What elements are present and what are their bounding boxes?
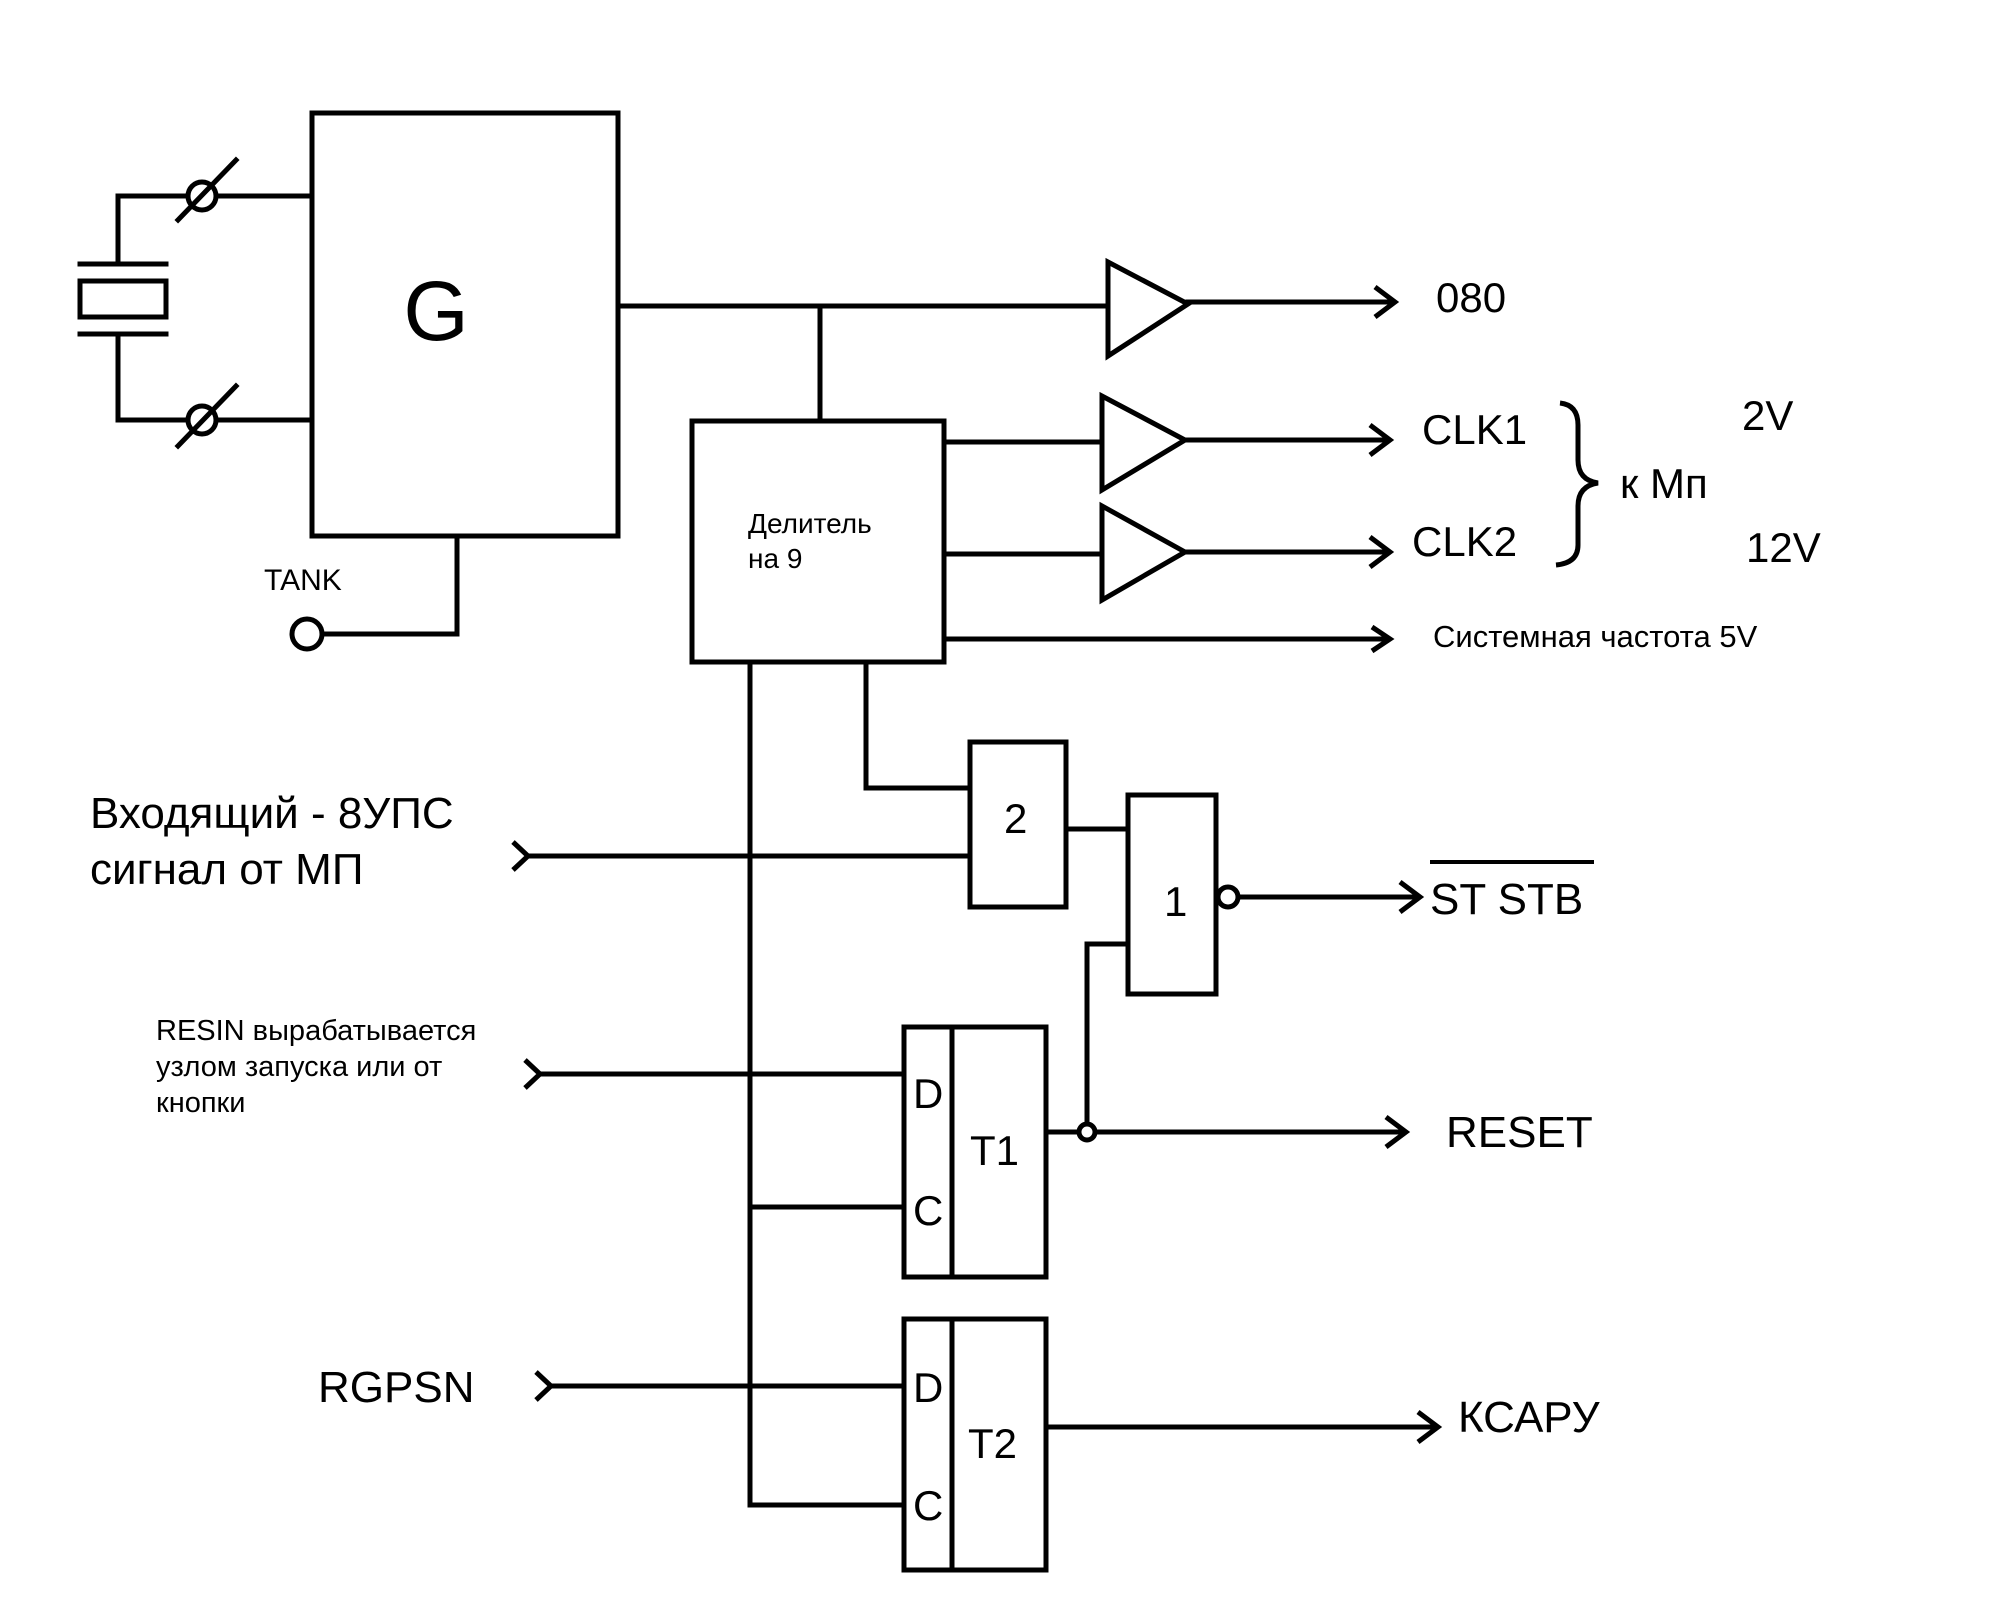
gate-1-label: 1 bbox=[1164, 878, 1187, 925]
reset-label: RESET bbox=[1446, 1108, 1593, 1157]
crystal-resonator bbox=[77, 193, 313, 423]
t1-d-label: D bbox=[913, 1070, 943, 1117]
incoming-label-line1: Входящий - 8УПС bbox=[90, 789, 454, 838]
clk2-label: CLK2 bbox=[1412, 518, 1517, 565]
flipflop-t1 bbox=[901, 1024, 1049, 1280]
divider-block bbox=[689, 418, 947, 665]
t2-d-label: D bbox=[913, 1364, 943, 1411]
arrow-clk1 bbox=[1368, 423, 1395, 457]
t1-name-label: T1 bbox=[970, 1127, 1019, 1174]
buffer-080 bbox=[1105, 257, 1193, 361]
divider-label-line2: на 9 bbox=[748, 543, 802, 574]
buffer-clk2 bbox=[1099, 501, 1191, 605]
ksapu-label: КСАРУ bbox=[1458, 1393, 1601, 1442]
arrow-reset bbox=[1384, 1115, 1411, 1149]
reset-junction bbox=[1076, 1121, 1098, 1143]
arrow-clk2 bbox=[1368, 535, 1395, 569]
tank-wire bbox=[319, 533, 460, 637]
generator-label: G bbox=[403, 264, 468, 358]
gate-2-label: 2 bbox=[1004, 795, 1027, 842]
tank-label: TANK bbox=[264, 564, 342, 597]
to-mp-label: к Мп bbox=[1620, 460, 1708, 507]
t2-c-label: C bbox=[913, 1482, 943, 1529]
inversion-bubble bbox=[1215, 884, 1241, 910]
gate-2 bbox=[967, 739, 1069, 910]
reset-feedback-wire bbox=[1084, 941, 1131, 1135]
rgpsn-label: RGPSN bbox=[318, 1363, 474, 1412]
divider-to-gate2-wire bbox=[863, 659, 973, 791]
buffer-clk1 bbox=[1099, 391, 1191, 495]
arrow-st-stb bbox=[1398, 880, 1425, 914]
voltage-2v-label: 2V bbox=[1742, 392, 1793, 439]
system-freq-label: Системная частота 5V bbox=[1433, 619, 1758, 654]
arrow-080 bbox=[1373, 285, 1400, 319]
resin-label-line1: RESIN вырабатывается bbox=[156, 1015, 476, 1047]
incoming-label-line2: сигнал от МП bbox=[90, 845, 363, 894]
tank-terminal bbox=[289, 616, 325, 652]
voltage-12v-label: 12V bbox=[1746, 524, 1821, 571]
flipflop-t2 bbox=[901, 1316, 1049, 1573]
resin-label-line2: узлом запуска или от bbox=[156, 1051, 442, 1083]
brace bbox=[1555, 400, 1599, 568]
trimmer-capacitor-top bbox=[174, 156, 240, 224]
resin-label-line3: кнопки bbox=[156, 1087, 245, 1119]
trimmer-capacitor-bottom bbox=[174, 382, 240, 450]
divider-label-line1: Делитель bbox=[748, 508, 872, 539]
t1-c-label: C bbox=[913, 1187, 943, 1234]
generator-block bbox=[309, 110, 621, 539]
st-stb-label: ST STB bbox=[1430, 875, 1583, 924]
output-080-label: 080 bbox=[1436, 274, 1506, 321]
arrow-system-freq bbox=[1370, 624, 1395, 654]
t2-name-label: T2 bbox=[968, 1420, 1017, 1467]
clk1-label: CLK1 bbox=[1422, 406, 1527, 453]
arrow-ksapu bbox=[1416, 1410, 1443, 1444]
